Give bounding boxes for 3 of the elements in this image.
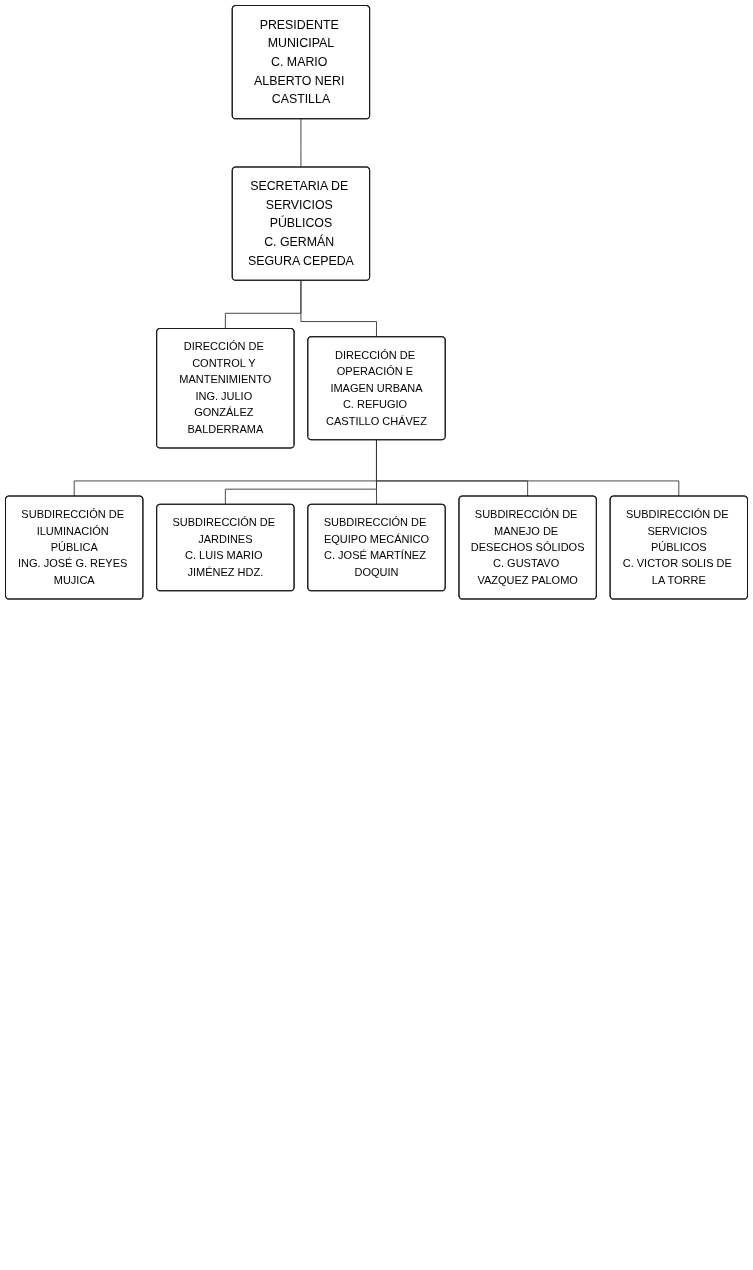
- connector: [376, 439, 680, 497]
- connector: [300, 118, 302, 168]
- connector: [300, 279, 377, 338]
